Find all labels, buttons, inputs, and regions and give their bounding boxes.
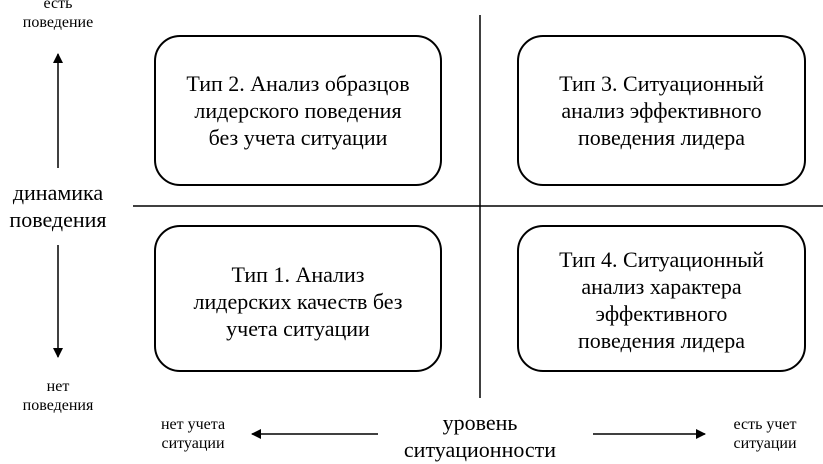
type3-line-1: Тип 3. Ситуационный xyxy=(559,71,764,96)
right-label-line-1: есть учет xyxy=(733,416,797,433)
quadrant-type-2: Тип 2. Анализ образцов лидерского поведе… xyxy=(154,35,442,186)
quadrant-type-1: Тип 1. Анализ лидерских качеств без учет… xyxy=(154,225,442,372)
top-label-line-2: поведение xyxy=(22,14,94,31)
type3-line-3: поведения лидера xyxy=(577,125,746,150)
quadrant-type-4: Тип 4. Ситуационный анализ характера эфф… xyxy=(517,225,806,372)
vertical-axis-label: динамика поведения xyxy=(0,179,116,233)
type4-line-3: эффективного xyxy=(595,301,728,326)
type1-line-2: лидерских качеств без xyxy=(193,289,403,314)
top-label-line-1: есть xyxy=(43,0,73,12)
type4-line-1: Тип 4. Ситуационный xyxy=(559,247,764,272)
type4-line-2: анализ характера xyxy=(581,274,742,299)
type4-line-4: поведения лидера xyxy=(577,328,746,353)
type1-line-3: учета ситуации xyxy=(226,316,370,341)
left-label-line-2: ситуации xyxy=(161,435,225,452)
right-axis-label: есть учет ситуации xyxy=(712,415,818,453)
type2-line-3: без учета ситуации xyxy=(208,125,388,150)
left-axis-label: нет учета ситуации xyxy=(140,415,246,453)
bottom-label-line-1: нет xyxy=(46,378,70,395)
horizontal-label-line-1: уровень xyxy=(442,410,518,435)
bottom-axis-label: нет поведения xyxy=(0,377,116,415)
horizontal-label-line-2: ситуационности xyxy=(403,437,557,462)
top-axis-label: есть поведение xyxy=(0,0,116,32)
vertical-label-line-1: динамика xyxy=(12,180,104,205)
left-label-line-1: нет учета xyxy=(160,416,226,433)
type1-line-1: Тип 1. Анализ xyxy=(231,262,365,287)
quadrant-type-3: Тип 3. Ситуационный анализ эффективного … xyxy=(517,35,806,186)
vertical-label-line-2: поведения xyxy=(9,207,107,232)
type2-line-2: лидерского поведения xyxy=(194,98,402,123)
horizontal-axis-label: уровень ситуационности xyxy=(370,409,590,463)
right-label-line-2: ситуации xyxy=(733,435,797,452)
bottom-label-line-2: поведения xyxy=(22,397,94,414)
type3-line-2: анализ эффективного xyxy=(561,98,762,123)
type2-line-1: Тип 2. Анализ образцов xyxy=(186,71,410,96)
